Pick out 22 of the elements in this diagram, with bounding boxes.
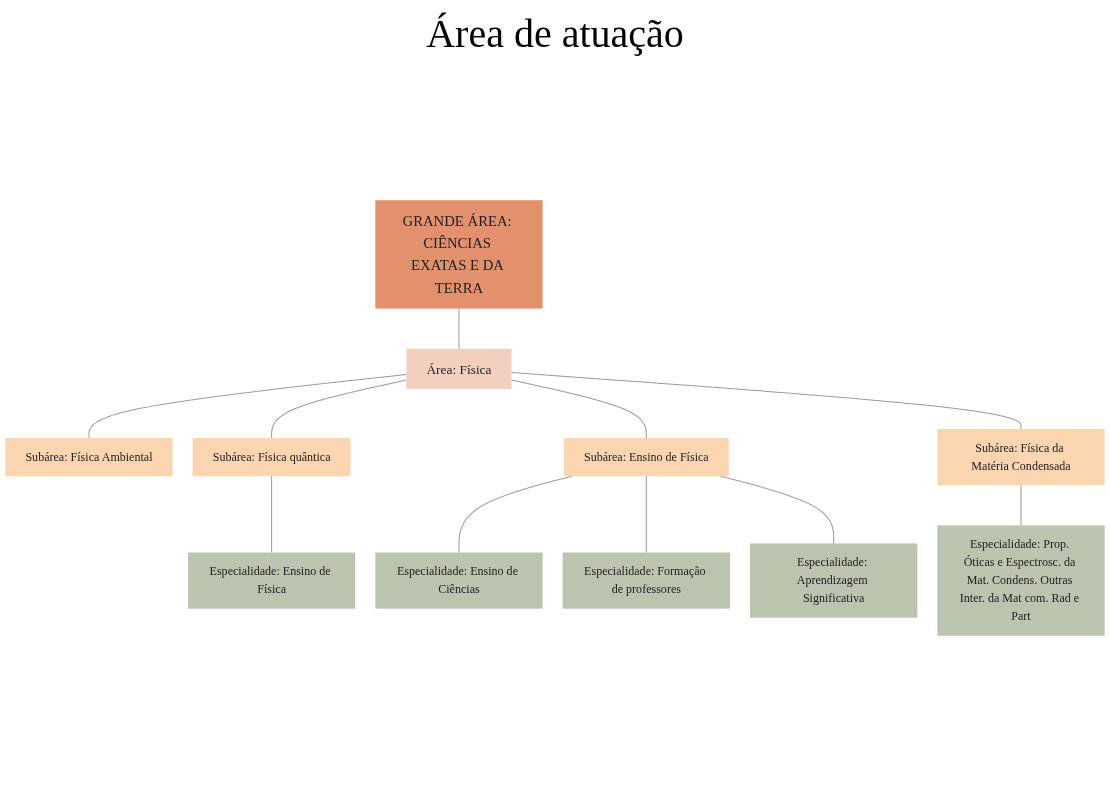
node-box: Subárea: Física quântica — [192, 438, 351, 477]
node-box: Subárea: Ensino de Física — [563, 438, 729, 477]
connector — [458, 475, 573, 553]
node-box: Área: Física — [406, 348, 512, 389]
node-box: Especialidade: Formação de professores — [562, 552, 730, 609]
connector — [271, 379, 407, 439]
connector — [88, 374, 407, 439]
node-box: Especialidade: Prop. Óticas e Espectrosc. da Mat. Condens. Outras Inter. da Mat com. Rad e Part — [937, 525, 1105, 636]
connector — [458, 308, 460, 350]
node-box: GRANDE ÁREA: CIÊNCIAS EXATAS E DA TERRA — [375, 200, 543, 309]
node-box: Subárea: Física Ambiental — [5, 438, 173, 477]
node-box: Especialidade: Ensino de Física — [188, 552, 356, 609]
node-box: Subárea: Física da Matéria Condensada — [937, 429, 1105, 486]
node-box: Especialidade: Ensino de Ciências — [375, 552, 543, 609]
node-box: Especialidade: Aprendizagem Significativa — [750, 543, 918, 618]
connector — [271, 475, 273, 553]
connector — [645, 475, 647, 553]
diagram-title: Área de atuação — [425, 10, 685, 57]
connector — [1020, 484, 1022, 526]
connector — [511, 372, 1022, 430]
connector — [511, 379, 647, 439]
connector — [719, 475, 835, 544]
